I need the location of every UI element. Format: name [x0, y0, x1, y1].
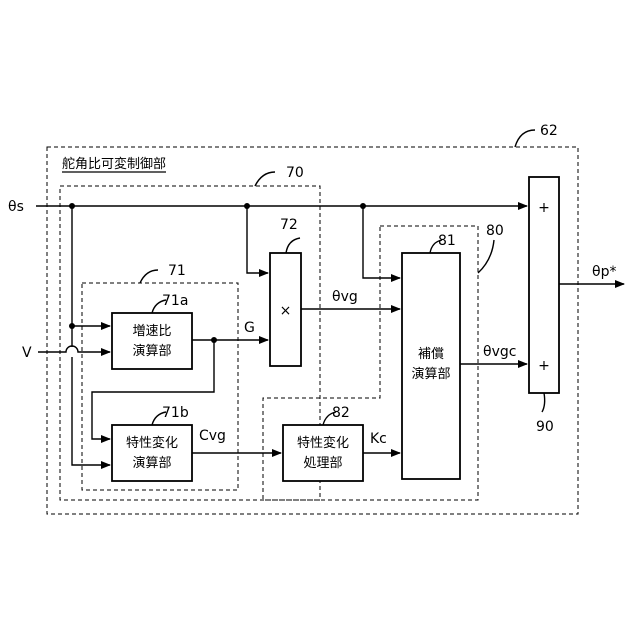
signal-theta-p-label: θp* — [592, 264, 616, 280]
block-72-ref: 72 — [280, 217, 298, 233]
signal-theta-vg-label: θvg — [332, 289, 358, 305]
block-71b — [112, 425, 192, 481]
block-71b-line1: 特性変化 — [126, 435, 178, 451]
signal-kc-label: Kc — [370, 431, 387, 447]
junction-theta-s-71a — [69, 323, 75, 329]
block-82-ref: 82 — [332, 405, 350, 421]
signal-g-label: G — [244, 320, 255, 336]
signal-cvg-label: Cvg — [199, 428, 226, 444]
signal-theta-s-label: θs — [8, 199, 24, 215]
wire-theta-s-to-81 — [363, 206, 400, 278]
block-82 — [283, 425, 363, 481]
signal-theta-vgc-label: θvgc — [483, 344, 516, 360]
wire-theta-s-to-72 — [247, 206, 268, 273]
outer-box-leader — [515, 130, 535, 147]
block-82-line1: 特性変化 — [297, 435, 349, 451]
block-82-line2: 処理部 — [303, 456, 342, 471]
block-90-ref: 90 — [536, 419, 554, 435]
signal-v-line — [38, 346, 110, 352]
block-81-ref: 81 — [438, 233, 456, 249]
group-80-leader — [478, 240, 494, 273]
block-81 — [402, 253, 460, 479]
adder-plus-bottom: + — [538, 358, 550, 374]
group-71-leader — [140, 270, 158, 283]
outer-box-ref: 62 — [540, 123, 558, 139]
block-71a-line1: 増速比 — [132, 324, 171, 339]
block-71a-ref: 71a — [162, 293, 188, 309]
signal-v-label: V — [22, 345, 32, 361]
block-71a-line2: 演算部 — [132, 343, 171, 359]
group-71-ref: 71 — [168, 263, 186, 279]
group-70-leader — [255, 172, 275, 186]
block-90-leader — [542, 393, 545, 412]
wire-theta-s-to-71b — [72, 206, 110, 465]
block-71a — [112, 313, 192, 369]
block-81-line1: 補償 — [418, 347, 444, 362]
block-71b-ref: 71b — [162, 405, 189, 421]
block-72-leader — [286, 238, 300, 253]
adder-plus-top: + — [538, 200, 550, 216]
group-80-ref: 80 — [486, 223, 504, 239]
block-71b-line2: 演算部 — [132, 455, 171, 471]
block-81-line2: 演算部 — [411, 366, 450, 382]
block-72-symbol: × — [280, 303, 292, 319]
outer-box-title: 舵角比可変制御部 — [62, 156, 166, 172]
group-70-ref: 70 — [286, 165, 304, 181]
